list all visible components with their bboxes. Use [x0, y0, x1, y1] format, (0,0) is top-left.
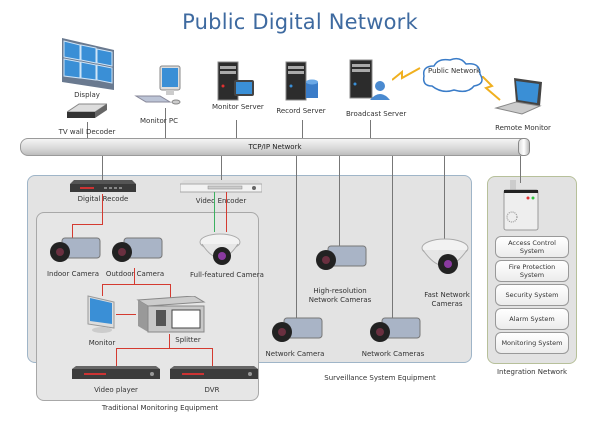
traditional-group-label: Traditional Monitoring Equipment	[101, 404, 219, 412]
display-wall-icon	[62, 38, 114, 90]
red-link	[116, 314, 136, 315]
high-res-network-camera-icon	[316, 245, 367, 270]
public-network-cloud-icon	[422, 57, 483, 93]
wire-integration	[520, 155, 521, 183]
monitor-server-label: Monitor Server	[212, 103, 264, 111]
video-player-label: Video player	[94, 386, 138, 394]
dvr-icon	[170, 366, 258, 379]
red-link	[102, 284, 103, 296]
integration-group-label: Integration Network	[496, 368, 568, 376]
red-link	[169, 334, 170, 348]
wire-digital-recode	[102, 155, 103, 183]
video-encoder-label: Video Encoder	[195, 197, 247, 205]
monitor-pc-icon	[134, 65, 181, 105]
red-link	[72, 224, 103, 225]
broadcast-server-label: Broadcast Server	[346, 110, 407, 118]
fast-network-dome-camera-icon	[421, 238, 469, 274]
monitoring-system-button[interactable]: Monitoring System	[495, 332, 569, 354]
red-link	[116, 348, 213, 349]
wire-high-res-camera	[339, 155, 340, 250]
high-res-cameras-label: High-resolution Network Cameras	[308, 287, 372, 304]
digital-recode-icon	[70, 180, 136, 192]
record-server-label: Record Server	[276, 107, 326, 115]
outdoor-camera-icon	[112, 237, 163, 262]
network-camera-icon	[272, 317, 323, 342]
red-link	[212, 348, 213, 366]
monitor-pc-label: Monitor PC	[140, 117, 178, 125]
red-link	[134, 268, 135, 284]
green-link	[214, 192, 215, 232]
wireless-link-icon	[392, 67, 421, 81]
wire-fast-camera	[444, 155, 445, 243]
remote-monitor-laptop-icon	[494, 78, 542, 115]
video-player-icon	[72, 366, 160, 379]
wire-record-server	[302, 120, 303, 138]
red-link	[72, 224, 73, 238]
wire-video-encoder	[221, 155, 222, 181]
diagram-title: Public Digital Network	[182, 10, 418, 34]
wire-broadcast-server	[370, 120, 371, 138]
alarm-system-button[interactable]: Alarm System	[495, 308, 569, 330]
digital-recode-label: Digital Recode	[77, 195, 129, 203]
integration-alarm-box-icon	[503, 180, 539, 231]
wire-monitor-server	[236, 120, 237, 138]
network-camera-label: Network Camera	[265, 350, 325, 358]
tcp-ip-network-backbone: TCP/IP Network	[20, 138, 530, 156]
network-cameras-label: Network Cameras	[361, 350, 425, 358]
surveillance-group-label: Surveillance System Equipment	[324, 374, 436, 382]
full-featured-dome-camera-icon	[199, 233, 241, 265]
dvr-label: DVR	[204, 386, 220, 394]
access-control-system-button[interactable]: Access Control System	[495, 236, 569, 258]
video-encoder-icon	[180, 180, 262, 193]
red-link	[170, 284, 171, 298]
display-label: Display	[74, 91, 100, 99]
wire-network-camera	[296, 155, 297, 325]
splitter-label: Splitter	[175, 336, 201, 344]
full-featured-camera-label: Full-featured Camera	[190, 271, 264, 279]
security-system-button[interactable]: Security System	[495, 284, 569, 306]
tv-wall-decoder-label: TV wall Decoder	[58, 128, 116, 136]
red-link	[116, 348, 117, 366]
outdoor-camera-label: Outdoor Camera	[105, 270, 165, 278]
wire-tv-decoder	[87, 122, 88, 138]
red-link	[102, 284, 170, 285]
monitor-server-icon	[217, 61, 254, 101]
splitter-icon	[136, 296, 206, 333]
monitor-label: Monitor	[88, 339, 116, 347]
public-network-label: Public Network	[428, 67, 481, 75]
red-link	[102, 194, 103, 224]
record-server-icon	[285, 61, 318, 101]
fire-protection-system-button[interactable]: Fire Protection System	[495, 260, 569, 282]
wire-network-cameras	[392, 155, 393, 325]
pipe-end-cap	[518, 138, 530, 156]
wireless-link-icon	[482, 76, 501, 101]
indoor-camera-icon	[50, 237, 101, 262]
indoor-camera-label: Indoor Camera	[46, 270, 100, 278]
wire-monitor-pc	[165, 108, 166, 138]
monitor-icon	[87, 295, 115, 333]
tv-wall-decoder-icon	[67, 103, 107, 118]
red-link	[226, 192, 227, 232]
network-cameras-icon	[370, 317, 421, 342]
remote-monitor-label: Remote Monitor	[495, 124, 551, 132]
fast-cameras-label: Fast Network Cameras	[424, 291, 470, 308]
broadcast-server-icon	[349, 59, 390, 100]
